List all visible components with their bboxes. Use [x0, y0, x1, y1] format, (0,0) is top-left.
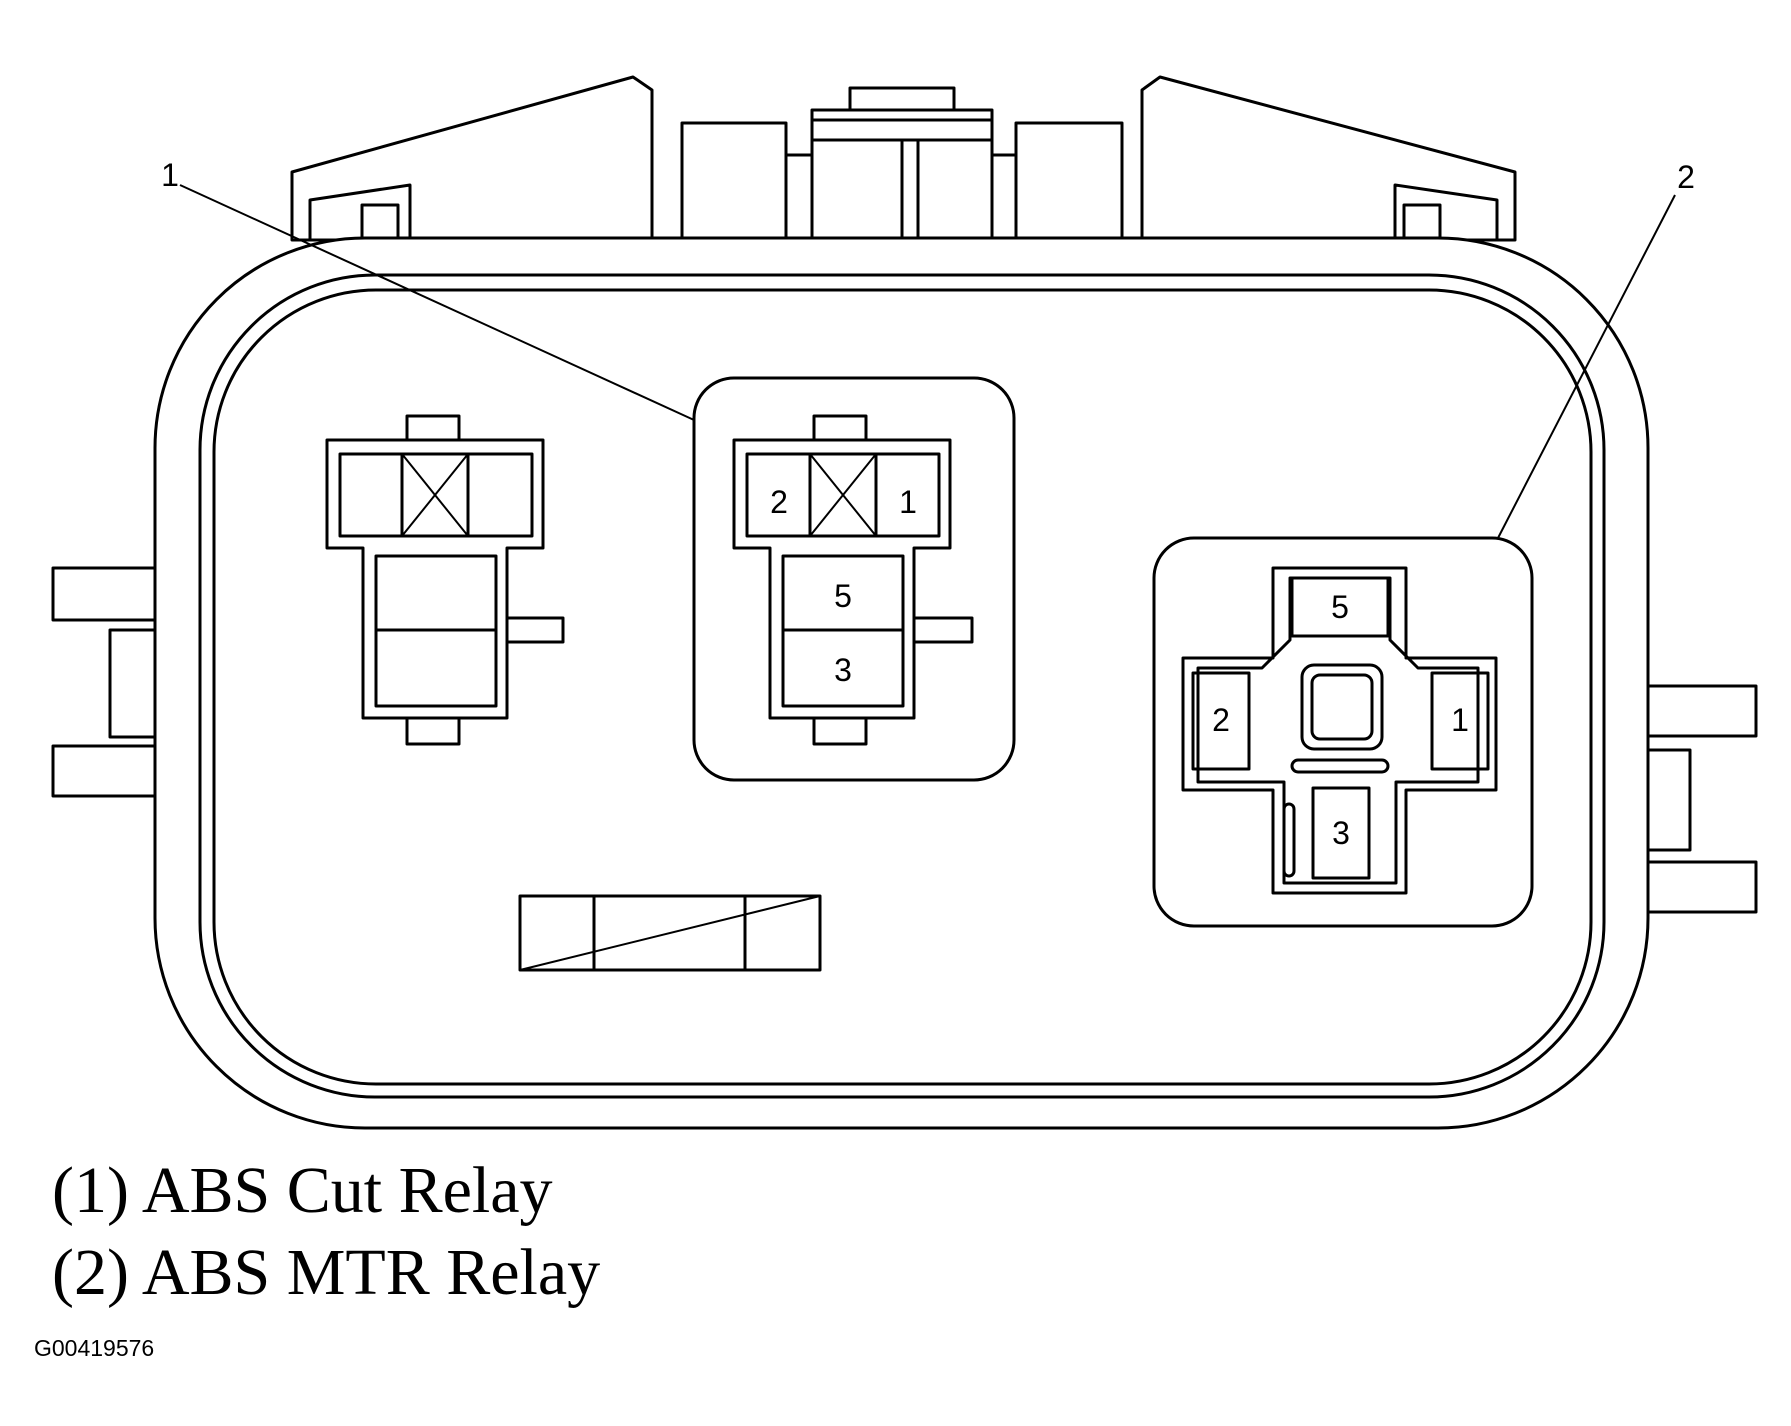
abs-mtr-relay-socket: 5 2 1 3 — [1152, 536, 1534, 928]
abs-cut-relay-socket: 2 1 5 3 — [692, 376, 1016, 782]
legend-item-abs-cut-relay: (1) ABS Cut Relay — [52, 1154, 553, 1227]
callout-leaders — [179, 184, 1676, 539]
callout-1: 1 — [161, 157, 179, 193]
mtr-relay-pin-3: 3 — [1332, 815, 1350, 851]
figure-id: G00419576 — [34, 1335, 155, 1361]
cut-relay-pin-5: 5 — [834, 578, 852, 614]
mtr-relay-pin-1: 1 — [1451, 702, 1469, 738]
cut-relay-pin-1: 1 — [899, 484, 917, 520]
empty-relay-socket — [325, 414, 565, 746]
cut-relay-pin-2: 2 — [770, 484, 788, 520]
label-plate — [518, 894, 822, 972]
mtr-relay-pin-5: 5 — [1331, 589, 1349, 625]
legend-item-abs-mtr-relay: (2) ABS MTR Relay — [52, 1236, 601, 1309]
mtr-relay-pin-2: 2 — [1212, 702, 1230, 738]
cut-relay-pin-3: 3 — [834, 652, 852, 688]
callout-2: 2 — [1677, 159, 1695, 195]
housing-top-tabs — [290, 75, 1517, 243]
